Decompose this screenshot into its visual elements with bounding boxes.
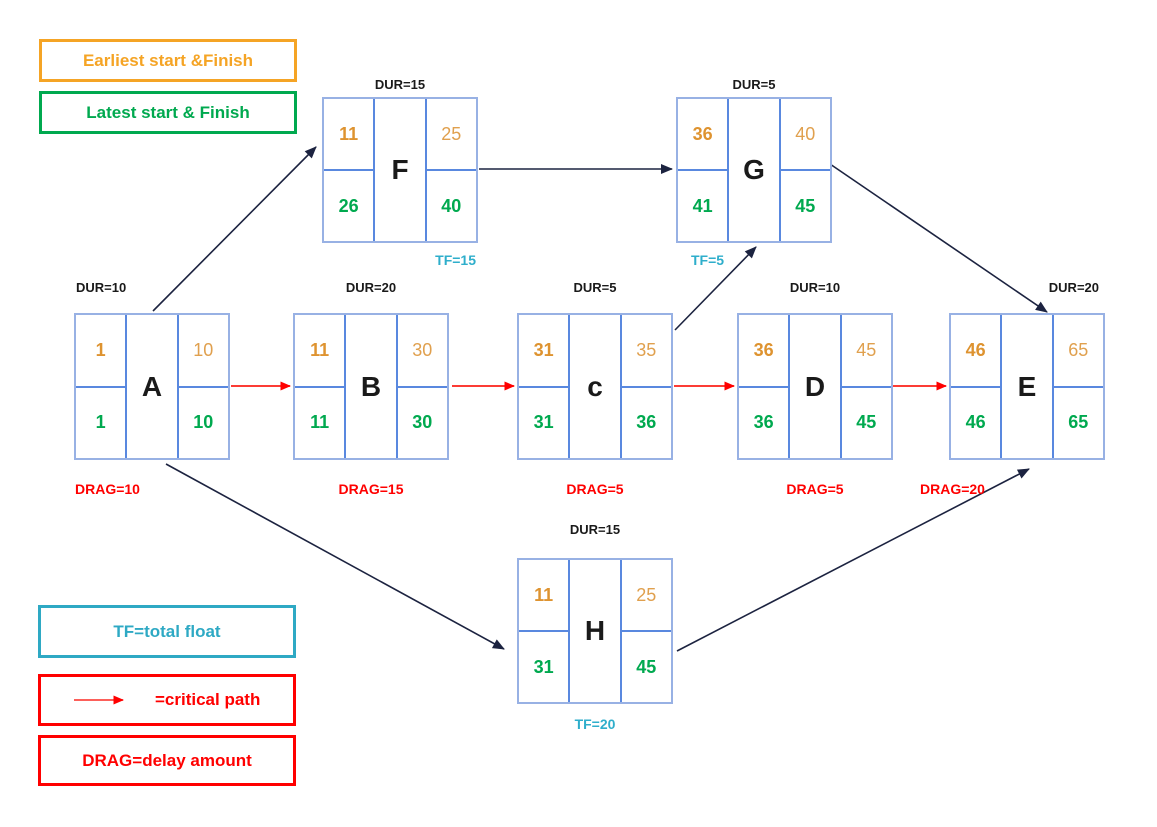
total-float-label: TF=5 xyxy=(691,252,725,268)
node-B: DUR=20 11 11 B 30 30 DRAG=15 xyxy=(293,280,449,497)
activity-letter: A xyxy=(125,315,179,458)
node-box: 31 31 c 35 36 xyxy=(517,313,673,460)
activity-letter: D xyxy=(788,315,842,458)
earliest-finish-value: 10 xyxy=(178,315,228,388)
node-box: 11 11 B 30 30 xyxy=(293,313,449,460)
earliest-start-value: 11 xyxy=(519,560,569,632)
node-box: 11 26 F 25 40 xyxy=(322,97,478,243)
earliest-start-value: 31 xyxy=(519,315,569,388)
node-A: DUR=10 1 1 A 10 10 DRAG=10 xyxy=(74,280,230,497)
activity-letter: H xyxy=(568,560,622,702)
node-box: 36 36 D 45 45 xyxy=(737,313,893,460)
node-box: 11 31 H 25 45 xyxy=(517,558,673,704)
activity-letter: B xyxy=(344,315,398,458)
legend-earliest-label: Earliest start &Finish xyxy=(82,50,254,70)
duration-label: DUR=10 xyxy=(789,280,841,295)
node-D: DUR=10 36 36 D 45 45 DRAG=5 xyxy=(737,280,893,497)
legend-drag-label: DRAG=delay amount xyxy=(82,750,252,770)
duration-label: DUR=5 xyxy=(732,77,776,92)
activity-letter: E xyxy=(1000,315,1054,458)
latest-start-value: 26 xyxy=(338,195,359,216)
drag-label: DRAG=5 xyxy=(566,481,624,497)
duration-label: DUR=10 xyxy=(76,280,127,295)
latest-finish-value: 45 xyxy=(856,412,877,433)
edge-g-e-arrow xyxy=(829,163,1048,313)
duration-label: DUR=20 xyxy=(345,280,397,295)
earliest-finish-value: 25 xyxy=(621,560,671,632)
critical-path-arrow-icon xyxy=(74,695,124,705)
earliest-start-value: 1 xyxy=(76,315,126,388)
duration-label: DUR=15 xyxy=(569,522,621,537)
drag-label: DRAG=10 xyxy=(75,481,140,497)
latest-start-value: 36 xyxy=(753,412,774,433)
latest-finish-value: 45 xyxy=(795,195,816,216)
legend-earliest-start-finish: Earliest start &Finish xyxy=(39,39,297,82)
total-float-label: TF=20 xyxy=(574,716,616,732)
latest-start-value: 31 xyxy=(533,656,554,677)
earliest-finish-value: 65 xyxy=(1053,315,1103,388)
activity-letter: c xyxy=(568,315,622,458)
edge-h-e-arrow xyxy=(676,468,1030,652)
node-box: 36 41 G 40 45 xyxy=(676,97,832,243)
earliest-start-value: 11 xyxy=(324,99,374,171)
latest-start-value: 41 xyxy=(692,195,713,216)
node-box: 46 46 E 65 65 xyxy=(949,313,1105,460)
latest-finish-value: 10 xyxy=(193,412,214,433)
latest-start-value: 46 xyxy=(965,412,986,433)
earliest-finish-value: 45 xyxy=(841,315,891,388)
drag-label: DRAG=5 xyxy=(786,481,844,497)
legend-total-float: TF=total float xyxy=(38,605,296,658)
duration-label: DUR=20 xyxy=(1048,280,1099,295)
edge-a-h-arrow xyxy=(165,463,505,650)
legend-critical-path: =critical path xyxy=(38,674,296,726)
duration-label: DUR=15 xyxy=(374,77,426,92)
earliest-start-value: 36 xyxy=(739,315,789,388)
node-H: DUR=15 11 31 H 25 45 TF=20 xyxy=(517,522,673,732)
latest-finish-value: 40 xyxy=(441,195,462,216)
latest-finish-value: 65 xyxy=(1068,412,1089,433)
legend-critical-path-label: =critical path xyxy=(155,690,261,709)
activity-letter: F xyxy=(373,99,427,241)
earliest-start-value: 46 xyxy=(951,315,1001,388)
drag-label: DRAG=15 xyxy=(338,481,404,497)
legend-latest-label: Latest start & Finish xyxy=(86,102,250,122)
node-G: DUR=5 36 41 G 40 45 TF=5 xyxy=(676,77,832,268)
total-float-label: TF=15 xyxy=(435,252,476,268)
latest-start-value: 1 xyxy=(95,412,106,433)
edge-c-g-arrow xyxy=(674,246,757,331)
node-box: 1 1 A 10 10 xyxy=(74,313,230,460)
legend-drag: DRAG=delay amount xyxy=(38,735,296,786)
latest-start-value: 31 xyxy=(533,412,554,433)
legend-total-float-label: TF=total float xyxy=(113,621,221,641)
latest-finish-value: 45 xyxy=(636,656,657,677)
earliest-start-value: 11 xyxy=(295,315,345,388)
latest-finish-value: 36 xyxy=(636,412,657,433)
activity-letter: G xyxy=(727,99,781,241)
latest-finish-value: 30 xyxy=(412,412,433,433)
duration-label: DUR=5 xyxy=(573,280,617,295)
earliest-finish-value: 30 xyxy=(397,315,447,388)
earliest-finish-value: 40 xyxy=(780,99,830,171)
node-E: DUR=20 46 46 E 65 65 DRAG=20 xyxy=(920,280,1105,497)
latest-start-value: 11 xyxy=(310,412,330,433)
node-F: DUR=15 11 26 F 25 40 TF=15 xyxy=(322,77,478,268)
earliest-finish-value: 25 xyxy=(426,99,476,171)
legend-latest-start-finish: Latest start & Finish xyxy=(39,91,297,134)
drag-label: DRAG=20 xyxy=(920,481,985,497)
node-C: DUR=5 31 31 c 35 36 DRAG=5 xyxy=(517,280,673,497)
edge-a-f-arrow xyxy=(152,146,317,312)
earliest-start-value: 36 xyxy=(678,99,728,171)
earliest-finish-value: 35 xyxy=(621,315,671,388)
